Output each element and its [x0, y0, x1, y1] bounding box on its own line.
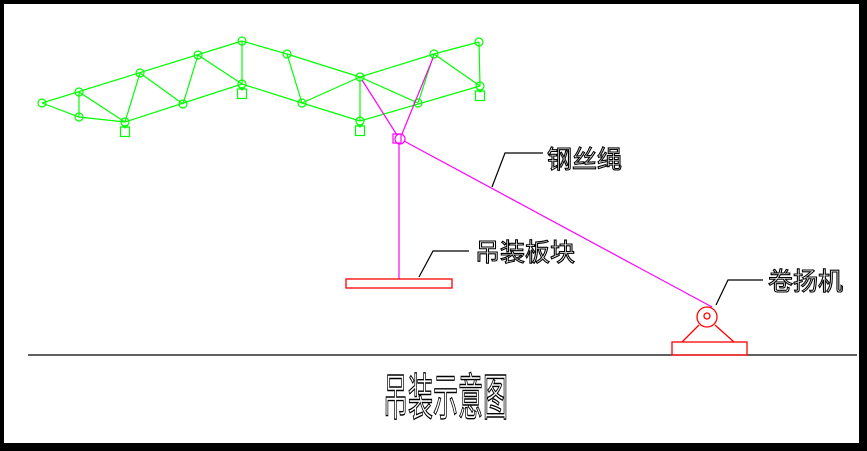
hanger-fitting	[238, 86, 246, 91]
lifting-hook-pulley	[394, 133, 406, 145]
hanger-fitting	[236, 88, 248, 100]
truss-node	[135, 68, 145, 78]
label-wire-rope: 钢丝绳	[546, 145, 623, 174]
sling-leg-left	[361, 79, 398, 136]
truss-node	[178, 99, 188, 109]
truss-vertical-members	[78, 41, 481, 121]
truss-node	[474, 37, 484, 47]
winch-drum	[696, 306, 718, 328]
winch	[671, 306, 748, 356]
hanger-fitting	[119, 126, 131, 138]
truss-hanger-fittings	[119, 86, 486, 138]
truss-node	[237, 79, 247, 89]
truss-node	[74, 87, 84, 97]
truss-node	[74, 112, 84, 122]
hanger-fitting	[474, 90, 486, 102]
winch-stand	[681, 324, 735, 343]
truss-nodes	[37, 36, 485, 127]
drawing-title: 吊装示意图	[383, 369, 509, 427]
label-winch: 卷扬机	[767, 267, 844, 296]
wire-rope-line	[403, 140, 713, 308]
lifting-panel-plate	[345, 278, 453, 289]
leader-wire-rope	[491, 152, 543, 188]
winch-axle	[703, 312, 711, 320]
truss-node	[475, 81, 485, 91]
truss-node	[355, 72, 365, 82]
truss-node	[37, 98, 47, 108]
truss-node	[120, 117, 130, 127]
sling-leg-right	[401, 57, 434, 135]
leader-lines	[418, 152, 763, 306]
truss-top-chord	[41, 40, 480, 104]
truss-node	[282, 49, 292, 59]
hanger-fitting	[356, 123, 364, 128]
leader-lifting-panel	[418, 250, 469, 278]
hanger-fitting	[476, 88, 484, 93]
winch-base	[671, 341, 748, 356]
truss-node	[297, 98, 307, 108]
hanger-fitting	[121, 124, 129, 129]
leader-winch	[715, 279, 763, 306]
rigging	[361, 57, 713, 308]
truss-diagonal-members	[78, 53, 481, 123]
truss-structure	[37, 36, 486, 138]
truss-node	[237, 36, 247, 46]
truss-node	[193, 50, 203, 60]
truss-node	[429, 49, 439, 59]
hanger-fitting	[354, 125, 366, 137]
label-lifting-panel: 吊装板块	[474, 238, 576, 267]
truss-node	[355, 116, 365, 126]
